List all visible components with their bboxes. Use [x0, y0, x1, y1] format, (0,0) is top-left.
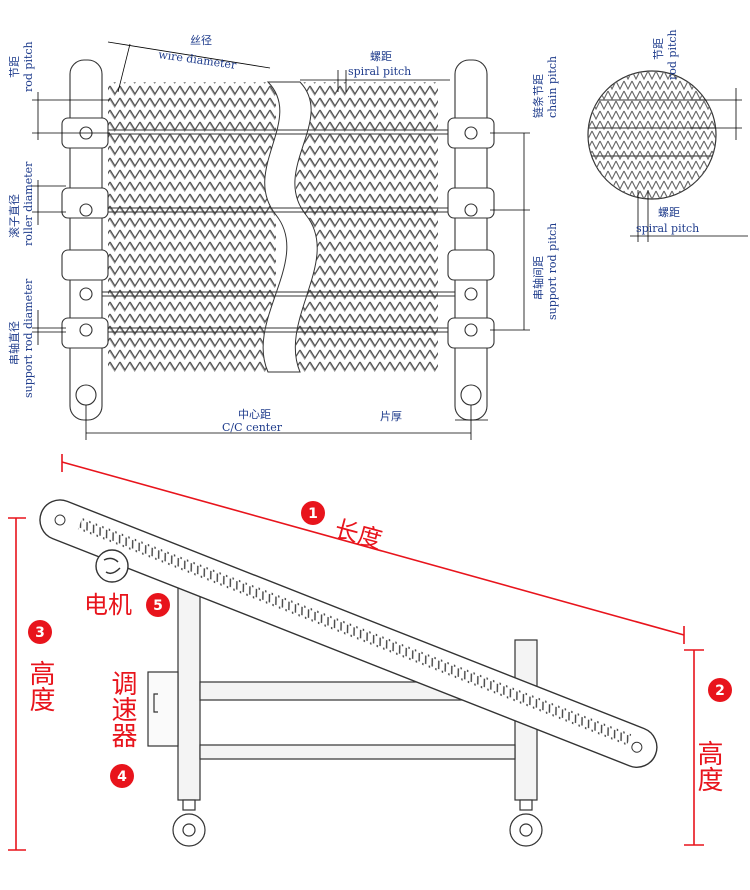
marker-length: 1 长度	[301, 501, 385, 554]
support-rod-diameter-dimension: 串轴直径 support rod diameter	[7, 278, 66, 398]
marker-length-num: 1	[308, 506, 318, 522]
label-right-height: 高度	[693, 740, 723, 792]
marker-motor-num: 5	[153, 598, 163, 614]
motor-icon	[95, 549, 129, 583]
label-controller: 调速器	[107, 670, 137, 748]
marker-right-height: 2 高度	[693, 678, 732, 792]
chain-pitch-cn: 链条节距	[531, 74, 545, 118]
cc-center-cn: 中心距	[238, 408, 271, 421]
marker-motor: 电机 5	[84, 591, 170, 619]
support-rod-pitch-dimension: 串轴间距 support rod pitch	[490, 210, 559, 331]
cc-center-en: C/C center	[222, 421, 283, 434]
marker-controller: 调速器 4	[107, 670, 137, 788]
spiral-pitch-dimension: 螺距 spiral pitch	[300, 50, 450, 92]
label-motor: 电机	[84, 591, 132, 619]
support-rod-diameter-cn: 串轴直径	[7, 321, 21, 365]
marker-left-height: 3 高度	[25, 620, 55, 712]
rod-pitch-en: rod pitch	[22, 41, 35, 92]
mesh-belt-drawing: 丝径 wire diameter 螺距 spiral pitch 节距 rod …	[7, 34, 559, 440]
right-chain	[447, 59, 495, 421]
conveyor-drawing	[8, 454, 704, 851]
marker-left-height-num: 3	[35, 625, 45, 641]
spiral-pitch-cn: 螺距	[370, 50, 392, 63]
chain-pitch-en: chain pitch	[546, 56, 559, 118]
support-rod-pitch-cn: 串轴间距	[531, 256, 545, 300]
spiral-pitch-en: spiral pitch	[348, 65, 411, 78]
marker-right-height-num: 2	[715, 683, 725, 699]
length-dimension-line	[61, 461, 685, 636]
support-rod-diameter-en: support rod diameter	[22, 278, 35, 398]
roller-diameter-cn: 滚子直径	[7, 194, 21, 238]
marker-controller-num: 4	[117, 769, 127, 785]
conveyor-belt	[39, 499, 658, 768]
label-left-height: 高度	[25, 660, 55, 712]
detail-spiral-pitch-cn: 螺距	[658, 206, 680, 219]
plate-thickness-cn: 片厚	[380, 410, 402, 423]
rod-pitch-dimension: 节距 rod pitch	[8, 41, 110, 140]
rod-pitch-cn: 节距	[8, 56, 21, 78]
roller-diameter-dimension: 滚子直径 roller diameter	[7, 161, 66, 246]
left-caster-wheel	[172, 799, 206, 847]
right-caster-wheel	[509, 799, 543, 847]
label-length: 长度	[331, 515, 385, 554]
support-rod-pitch-en: support rod pitch	[546, 223, 559, 320]
wire-diameter-en: wire diameter	[158, 48, 238, 72]
left-chain	[61, 59, 109, 421]
wire-diameter-cn: 丝径	[190, 34, 212, 47]
detail-spiral-pitch-en: spiral pitch	[636, 222, 699, 235]
detail-rod-pitch-cn: 节距	[652, 38, 665, 60]
mesh-detail-view: 节距 rod pitch 螺距 spiral pitch	[587, 29, 748, 242]
detail-rod-pitch-en: rod pitch	[666, 29, 679, 80]
chain-pitch-dimension: 链条节距 chain pitch	[490, 56, 559, 211]
roller-diameter-en: roller diameter	[22, 161, 35, 246]
cc-center-dimension: 中心距 C/C center 片厚	[85, 405, 488, 440]
mesh-break	[262, 81, 318, 373]
conveyor-frame	[147, 564, 538, 801]
